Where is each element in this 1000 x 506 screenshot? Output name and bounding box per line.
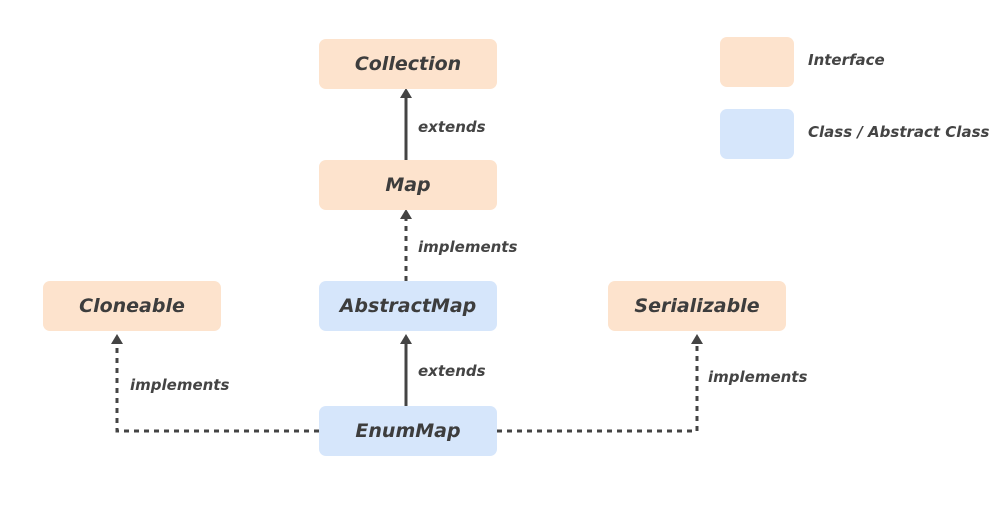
node-map: Map <box>319 160 497 210</box>
legend-class-label: Class / Abstract Class <box>808 123 990 141</box>
edge-enummap-serializable-line <box>497 343 699 433</box>
legend-class-swatch <box>720 109 794 159</box>
edge-label-abstractmap-map: implements <box>418 238 518 256</box>
edge-abstractmap-map-arrowhead <box>400 209 412 219</box>
legend-interface-swatch <box>720 37 794 87</box>
edge-label-map-collection: extends <box>418 118 486 136</box>
edge-enummap-cloneable-arrowhead <box>111 334 123 344</box>
node-abstract-map: AbstractMap <box>319 281 497 331</box>
edge-label-enummap-cloneable: implements <box>130 376 230 394</box>
edge-label-enummap-serializable: implements <box>708 368 808 386</box>
edge-label-enummap-abstractmap: extends <box>418 362 486 380</box>
node-cloneable: Cloneable <box>43 281 221 331</box>
edge-enummap-abstractmap-arrowhead <box>400 334 412 344</box>
node-collection: Collection <box>319 39 497 89</box>
node-enum-map: EnumMap <box>319 406 497 456</box>
edge-map-collection-arrowhead <box>400 88 412 98</box>
edge-enummap-cloneable-line <box>115 343 319 433</box>
edge-enummap-serializable-arrowhead <box>691 334 703 344</box>
legend-interface-label: Interface <box>808 51 885 69</box>
node-serializable: Serializable <box>608 281 786 331</box>
